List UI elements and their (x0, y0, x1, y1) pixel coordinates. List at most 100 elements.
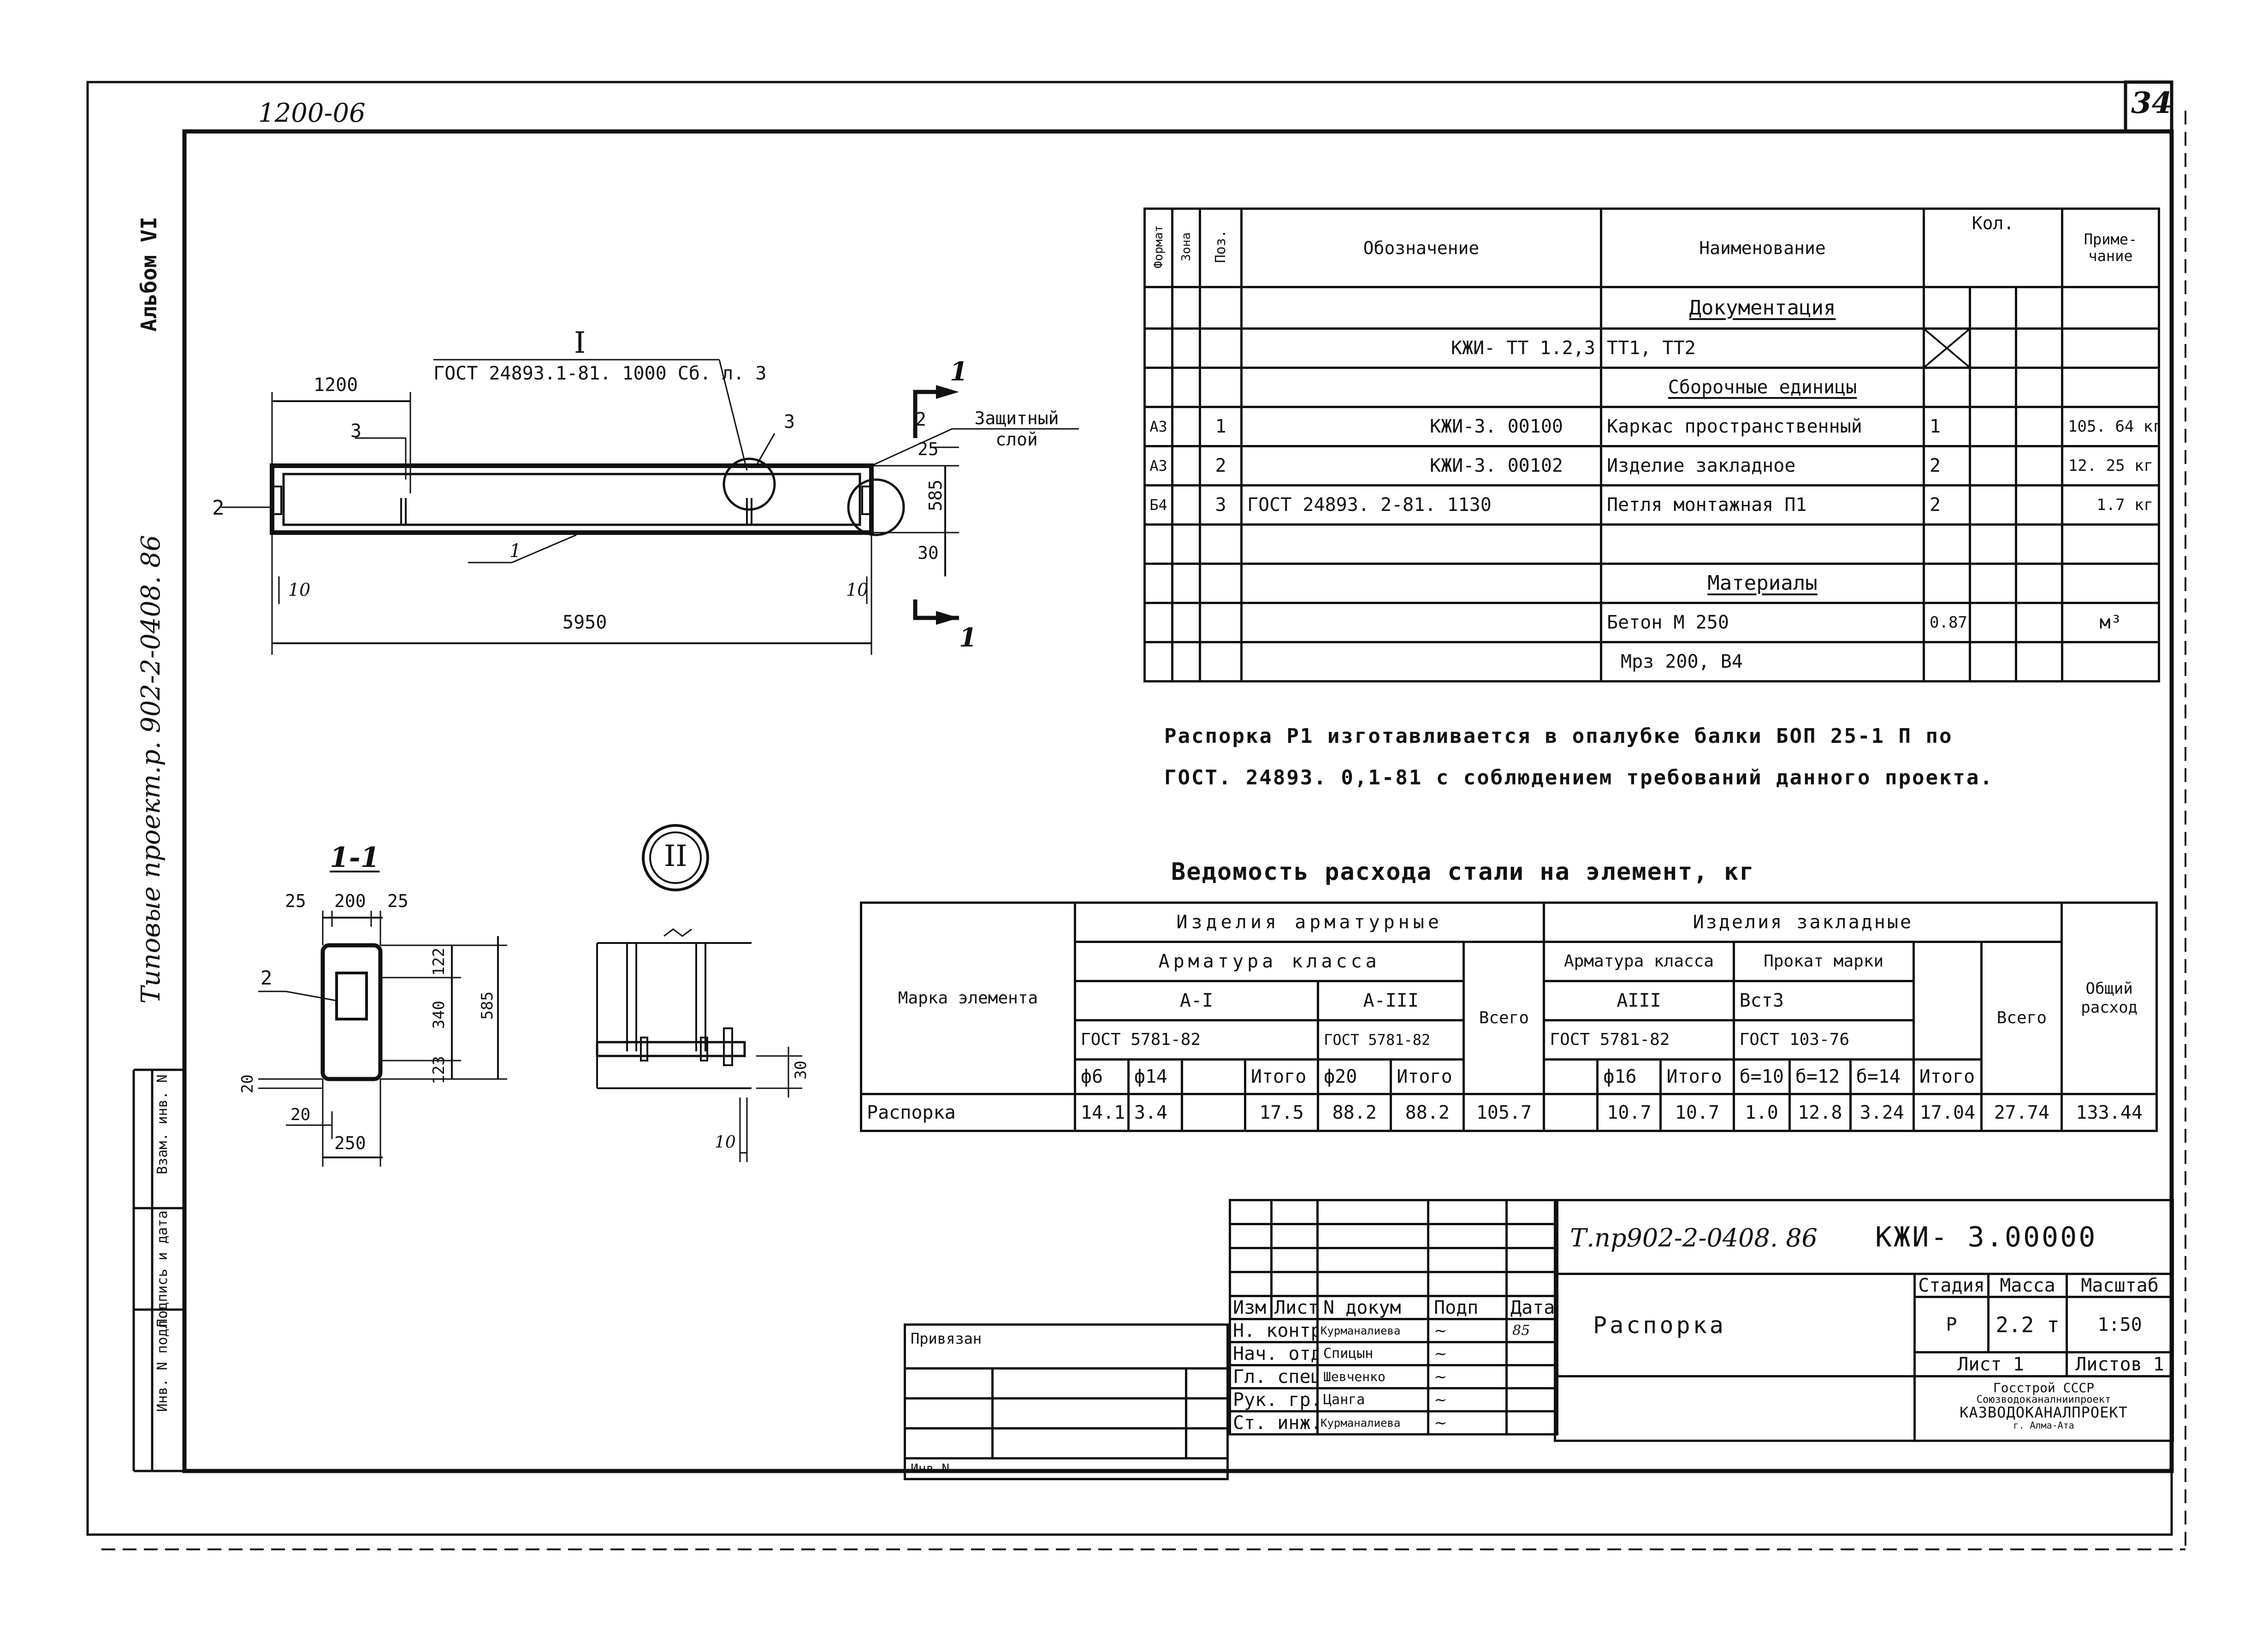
sec-585: 585 (478, 991, 497, 1020)
stage-value: Р (1913, 1296, 1990, 1353)
steel-col-b14: б=14 (1849, 1058, 1915, 1095)
spec-header-name: Наименование (1600, 208, 1925, 288)
signer-name: Спицын (1316, 1341, 1429, 1366)
spec-row: А3 1 КЖИ-3. 00100 Каркас пространственны… (1143, 406, 2161, 447)
steel-gost-5781-b: ГОСТ 5781-82 (1317, 1019, 1465, 1061)
signer-date (1505, 1410, 1558, 1435)
signer-role: Нач. отд. (1229, 1341, 1319, 1366)
signer-date: 85 (1505, 1318, 1558, 1343)
section-mark-top: 1 (950, 356, 968, 387)
sec-123: 123 (430, 1056, 448, 1085)
node-II-label: II (664, 839, 687, 873)
steel-gost-5781-c: ГОСТ 5781-82 (1543, 1019, 1735, 1061)
spec-row: А3 2 КЖИ-3. 00102 Изделие закладное 2 12… (1143, 445, 2161, 486)
node-I-ref: ГОСТ 24893.1-81. 1000 Сб. л. 3 (433, 363, 767, 384)
signer-name: Курманалиева (1316, 1318, 1429, 1343)
steel-row-itogo1: 17.5 (1244, 1093, 1320, 1132)
steel-row-d14: 3.4 (1127, 1093, 1183, 1132)
signer-date (1505, 1387, 1558, 1412)
steel-group-rebar: Изделия арматурные (1073, 901, 1546, 943)
signer-role: Гл. спец. (1229, 1364, 1319, 1389)
doc-code: КЖИ- 3.00000 (1875, 1221, 2097, 1253)
spec-row-name: Петля монтажная П1 (1600, 484, 1925, 526)
steel-col-d14: ф14 (1127, 1058, 1183, 1095)
steel-row-grand: 133.44 (2061, 1093, 2158, 1132)
spec-row: Б4 3 ГОСТ 24893. 2-81. 1130 Петля монтаж… (1143, 484, 2161, 526)
inv-label: Инв N (903, 1457, 1229, 1480)
steel-row-total1: 105.7 (1463, 1093, 1546, 1132)
note-line-1: Распорка Р1 изготавливается в опалубке б… (1164, 724, 1953, 748)
steel-class-AI: А-I (1073, 980, 1320, 1021)
sec-callout-2: 2 (261, 967, 272, 989)
top-code: 1200-06 (258, 98, 366, 128)
sec-200: 200 (334, 891, 366, 911)
steel-total-rebar-header: Всего (1463, 941, 1546, 1095)
series-side-label: Типовые проект.р. 902-2-0408. 86 (136, 535, 166, 1004)
spec-row-designation: ГОСТ 24893. 2-81. 1130 (1240, 484, 1602, 526)
spec-row-note: 1.7 кг (2061, 484, 2161, 526)
steel-col-itogo2: Итого (1390, 1058, 1465, 1095)
col-izm: Изм (1229, 1295, 1273, 1320)
dim-25: 25 (918, 439, 939, 459)
spec-row-note: 105. 64 кг (2061, 406, 2161, 447)
dim-30: 30 (918, 543, 939, 563)
privyazan-label: Привязан (903, 1323, 1229, 1370)
spec-row-name: Изделие закладное (1600, 445, 1925, 486)
spec-row-designation: КЖИ-3. 00102 (1240, 445, 1602, 486)
steel-sub-embed-class: Арматура класса (1543, 941, 1735, 982)
spec-cross-mark (1926, 331, 1968, 366)
dim-5950: 5950 (563, 612, 607, 633)
node-I-label: I (574, 326, 586, 360)
col-list: Лист (1270, 1295, 1319, 1320)
sec-340: 340 (430, 1001, 448, 1029)
signer-role: Рук. гр. (1229, 1387, 1319, 1412)
steel-col-itogo3: Итого (1659, 1058, 1735, 1095)
callout-1: 1 (509, 540, 521, 562)
steel-mark-header: Марка элемента (860, 901, 1076, 1095)
spec-row-pos: 2 (1199, 445, 1243, 486)
org-line-2: Союзводоканалниипроект (1976, 1394, 2111, 1406)
spec-row-note: 12. 25 кг (2061, 445, 2161, 486)
steel-col-itogo4: Итого (1912, 1058, 1983, 1095)
spec-header-note: Приме-чание (2061, 208, 2161, 288)
spec-header-zone: Зона (1179, 232, 1193, 261)
signer-row: Нач. отд. Спицын ~ (1229, 1341, 1558, 1366)
steel-col-d16: ф16 (1596, 1058, 1662, 1095)
section-title: 1-1 (330, 842, 380, 874)
steel-col-d20: ф20 (1317, 1058, 1392, 1095)
spec-row-qty: 2 (1923, 484, 1971, 526)
steel-col-b12: б=12 (1788, 1058, 1852, 1095)
spec-material-name: Мрз 200, В4 (1600, 641, 1925, 682)
section-mark-bottom: 1 (959, 623, 977, 653)
sheet-of: Лист 1 (1913, 1351, 2068, 1377)
spec-row-qty: 2 (1923, 445, 1971, 486)
spec-row-format: А3 (1143, 445, 1173, 486)
sec-25-left: 25 (285, 891, 306, 911)
album-stamp: Альбом VI (136, 217, 171, 392)
signer-row: Н. контр. Курманалиева ~ 85 (1229, 1318, 1558, 1343)
sec-20b: 20 (290, 1105, 311, 1124)
signer-date (1505, 1364, 1558, 1389)
steel-col-b10: б=10 (1732, 1058, 1791, 1095)
sec-122: 122 (430, 948, 448, 976)
stage-header: Стадия (1913, 1273, 1990, 1298)
dim-10-left: 10 (288, 580, 311, 600)
steel-col-itogo1: Итого (1244, 1058, 1320, 1095)
steel-row-d16: 10.7 (1596, 1093, 1662, 1132)
signer-name: Шевченко (1316, 1364, 1429, 1389)
steel-table-title: Ведомость расхода стали на элемент, кг (1171, 858, 1755, 886)
steel-sub-rolled: Прокат марки (1732, 941, 1915, 982)
spec-header-pos: Поз. (1212, 230, 1229, 263)
signer-role: Ст. инж. (1229, 1410, 1319, 1435)
steel-col-d6: ф6 (1073, 1058, 1130, 1095)
steel-row-d6: 14.1 (1073, 1093, 1130, 1132)
title-block-main: Т.пр902-2-0408. 86 КЖИ- 3.00000 Распорка… (1554, 1199, 2174, 1442)
sheet-number: 34 (2131, 86, 2173, 120)
sec-250: 250 (334, 1133, 366, 1153)
signer-date (1505, 1341, 1558, 1366)
spec-header-designation: Обозначение (1240, 208, 1602, 288)
col-podp: Подп (1427, 1295, 1508, 1320)
steel-grand-header: Общий расход (2061, 901, 2158, 1095)
steel-row-b14: 3.24 (1849, 1093, 1915, 1132)
signer-row: Рук. гр. Цанга ~ (1229, 1387, 1558, 1412)
